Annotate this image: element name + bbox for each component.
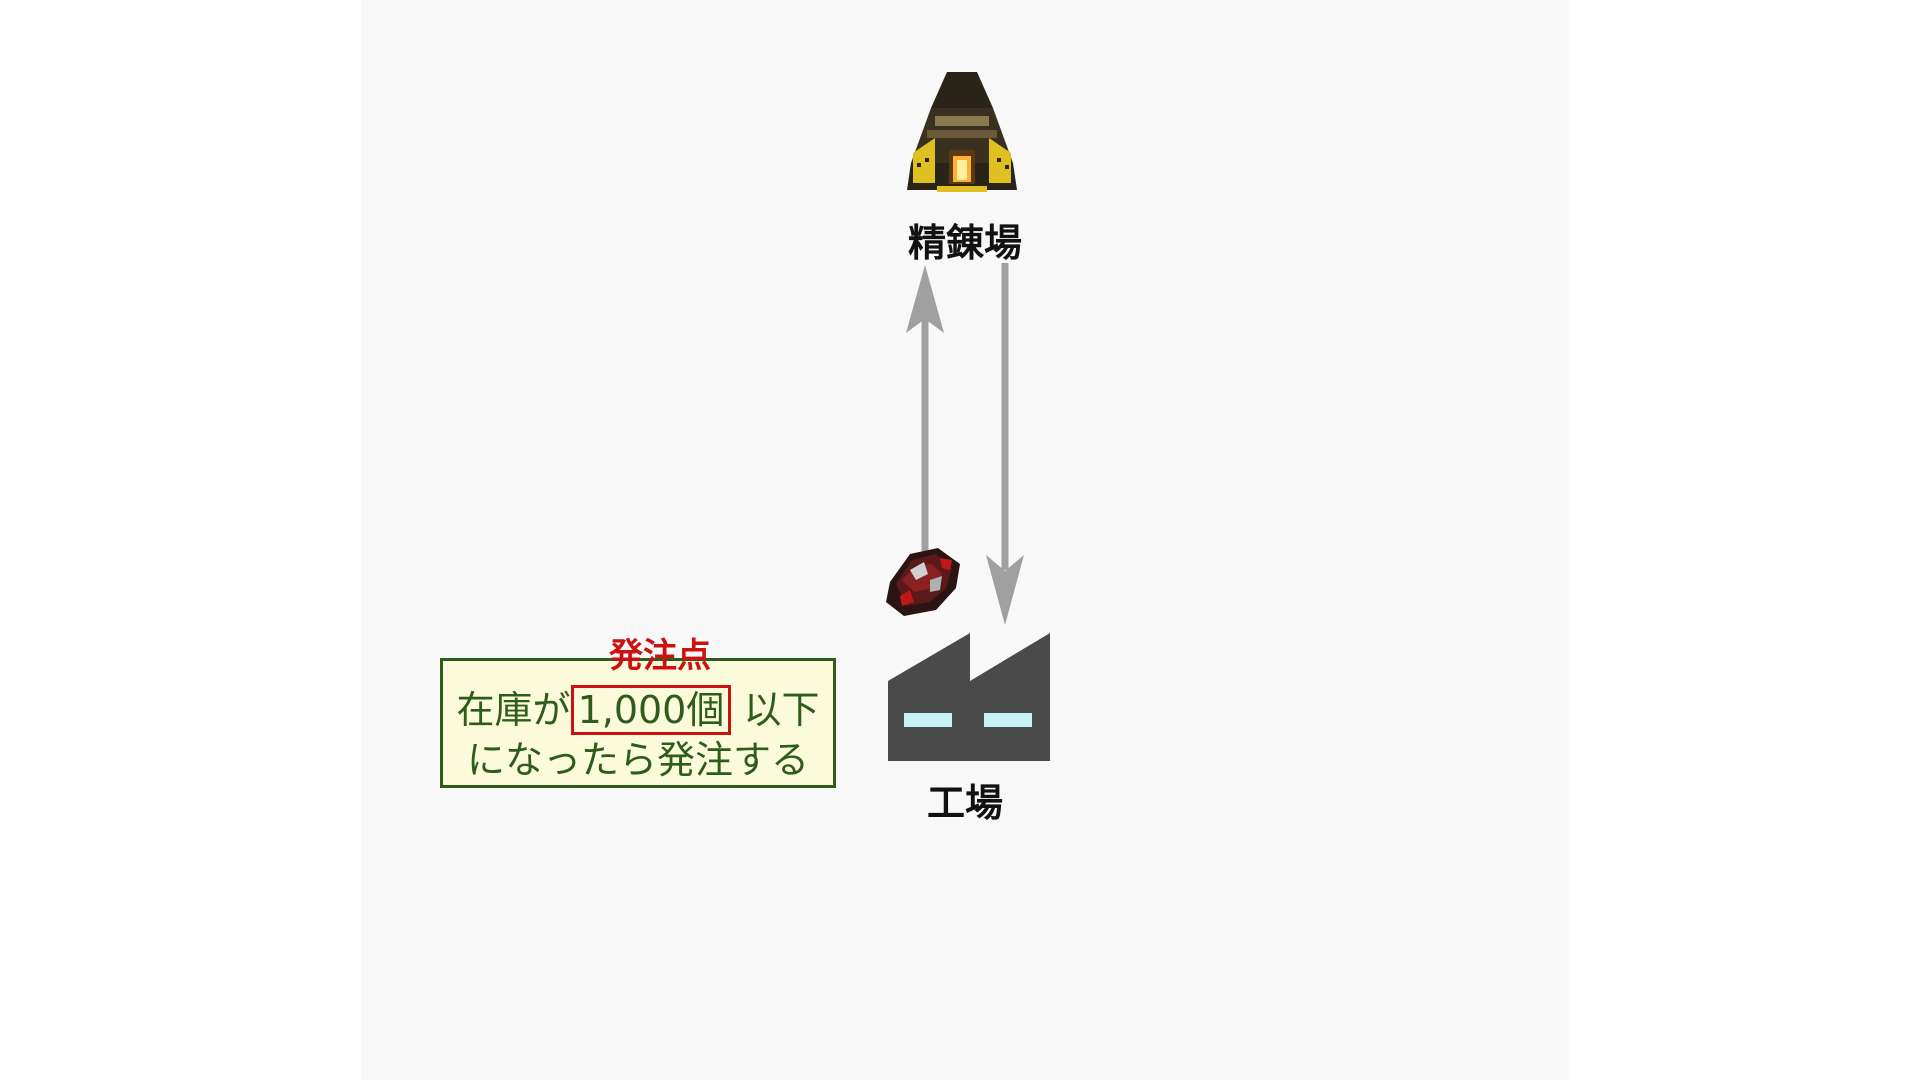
reorder-quantity-highlight: 1,000個	[570, 685, 732, 735]
callout-line-2: になったら発注する	[466, 738, 809, 782]
flow-arrows	[906, 263, 1024, 625]
reorder-point-title: 発注点	[609, 636, 711, 676]
factory-window-right	[984, 713, 1032, 727]
order-arrow-head	[906, 265, 944, 333]
factory-label: 工場	[926, 781, 1003, 825]
refinery-label: 精錬場	[907, 221, 1022, 265]
refinery-icon	[907, 72, 1017, 192]
callout-text-below: 以下	[731, 688, 820, 732]
ore-shipment-icon	[886, 548, 960, 616]
factory-window-left	[904, 713, 952, 727]
factory-icon	[888, 633, 1050, 761]
delivery-arrow-head	[986, 555, 1024, 625]
callout-text-stock: 在庫が	[456, 688, 571, 732]
